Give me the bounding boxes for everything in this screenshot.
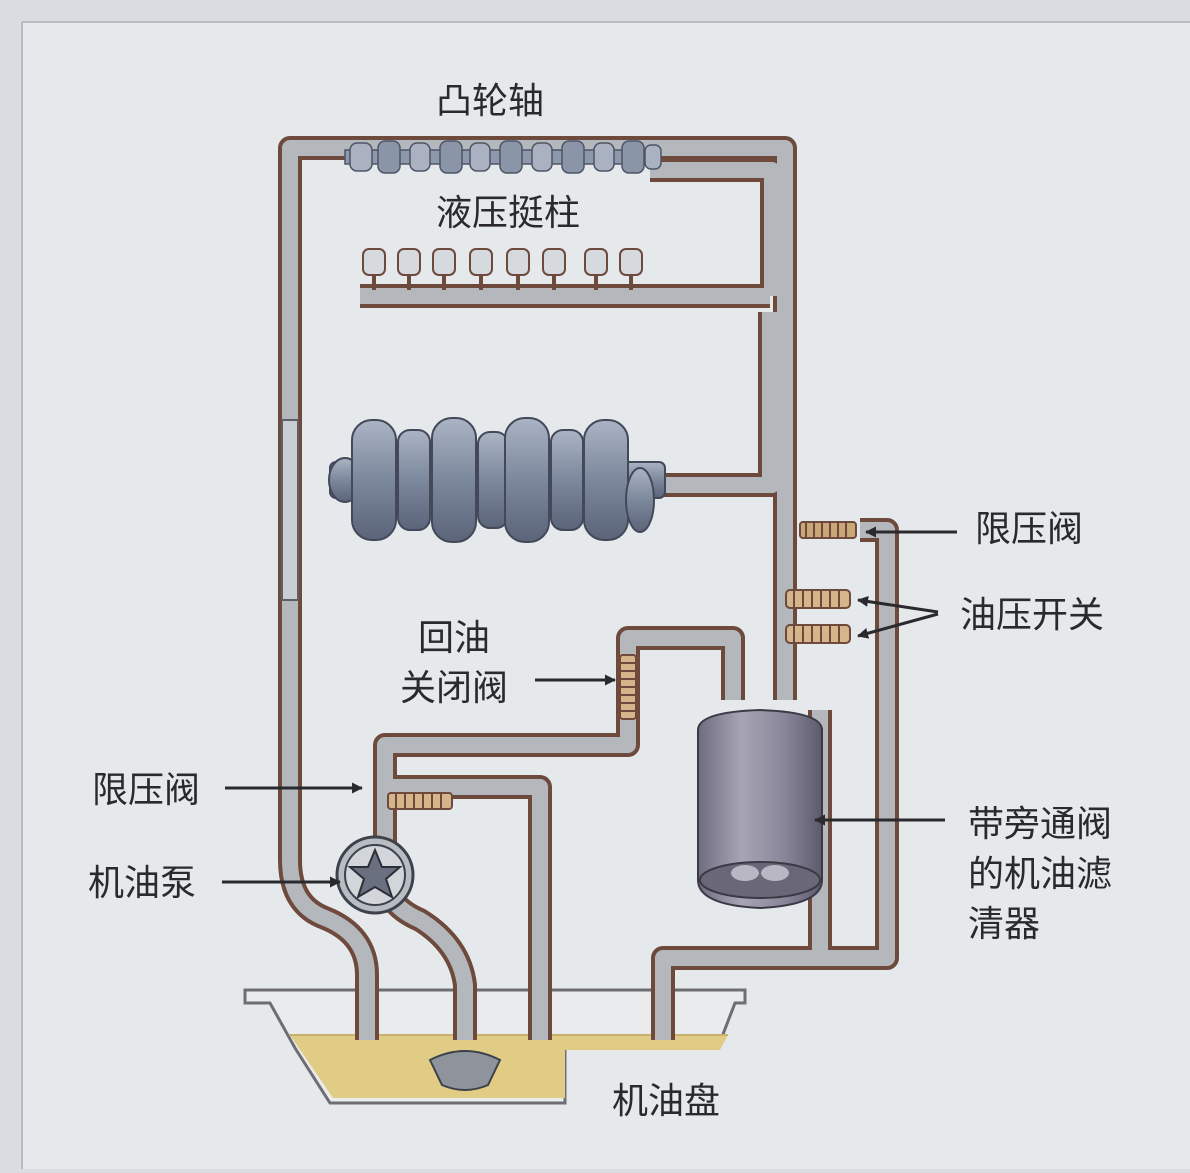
- oil-pickup: [428, 1050, 502, 1091]
- label-oil-filter: 带旁通阀 的机油滤 清器: [968, 804, 1113, 945]
- label-oil-pan: 机油盘: [612, 1081, 721, 1122]
- label-camshaft: 凸轮轴: [436, 81, 545, 122]
- anti-drainback-valve: [619, 654, 637, 720]
- pressure-relief-valve-lower: [387, 792, 453, 810]
- label-anti-drainback-valve: 回油 关闭阀: [400, 618, 509, 709]
- arrow-pressure-switch-2: [857, 612, 939, 639]
- label-oil-pump: 机油泵: [88, 863, 197, 904]
- hydraulic-lifters: [362, 248, 643, 290]
- label-oil-pressure-switch: 油压开关: [960, 595, 1105, 636]
- diagram-panel: [22, 22, 1190, 1169]
- camshaft: [344, 140, 662, 174]
- pressure-relief-valve-upper: [799, 521, 857, 539]
- oil-pressure-switch-1: [785, 589, 851, 609]
- oil-filter: [697, 708, 823, 910]
- label-relief-valve-left: 限压阀: [92, 770, 201, 811]
- label-hydraulic-lifters: 液压挺柱: [436, 193, 581, 234]
- crankshaft: [328, 417, 666, 543]
- oil-pump: [335, 835, 415, 915]
- callout-arrows: [222, 526, 957, 888]
- label-relief-valve-right: 限压阀: [975, 509, 1084, 550]
- oil-pressure-switch-2: [785, 624, 851, 644]
- arrow-pressure-switch-1: [857, 596, 939, 614]
